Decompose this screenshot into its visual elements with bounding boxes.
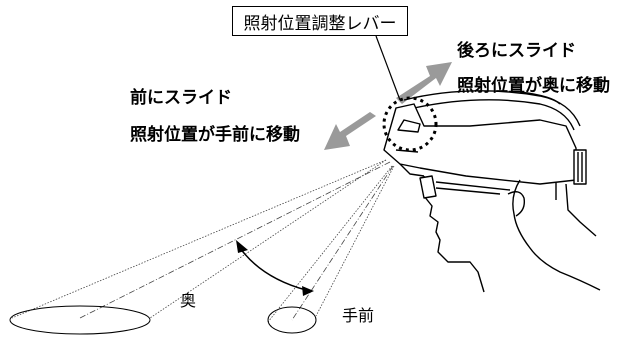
lever-leader-line — [375, 35, 401, 101]
back-slide-effect: 照射位置が奥に移動 — [457, 76, 610, 96]
lever-label: 照射位置調整レバー — [243, 13, 397, 34]
back-slide-title: 後ろにスライド — [457, 41, 576, 61]
front-slide-title: 前にスライド — [130, 88, 232, 108]
light-beams — [11, 159, 395, 323]
lever-highlight-circle — [382, 96, 438, 152]
far-label: 奥 — [180, 291, 197, 310]
adjust-curve-arrow — [236, 240, 314, 296]
front-slide-arrow — [324, 112, 376, 150]
far-spot — [9, 305, 151, 335]
lever-label-box: 照射位置調整レバー — [232, 6, 408, 36]
headset-illustration — [383, 90, 597, 237]
front-slide-effect: 照射位置が手前に移動 — [130, 125, 300, 145]
head-illustration — [419, 175, 601, 293]
back-slide-arrow — [396, 62, 452, 104]
near-spot — [267, 306, 317, 334]
near-label: 手前 — [342, 306, 375, 325]
